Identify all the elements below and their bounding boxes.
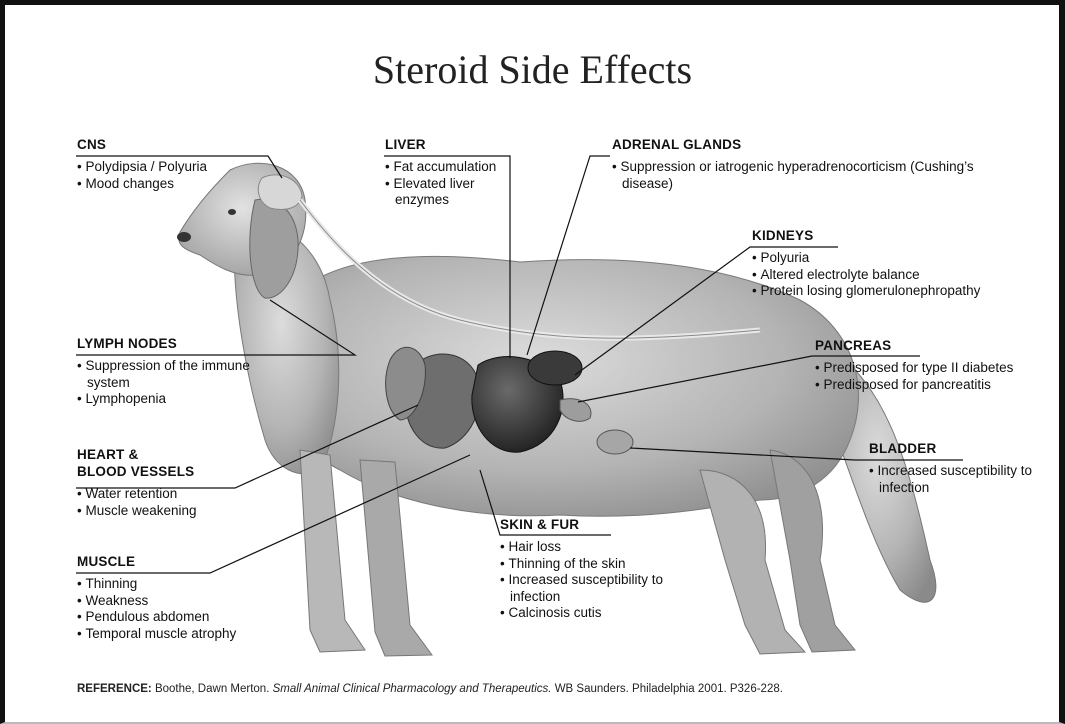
cns-callout: CNS Polydipsia / Polyuria Mood changes	[77, 136, 277, 192]
page-title: Steroid Side Effects	[0, 46, 1065, 93]
pancreas-list: Predisposed for type II diabetes Predisp…	[815, 360, 1060, 393]
liver-list: Fat accumulation Elevated liver enzymes	[385, 159, 503, 209]
muscle-list: Thinning Weakness Pendulous abdomen Temp…	[77, 576, 287, 642]
list-item: Suppression of the immune system	[77, 358, 257, 391]
lymph-heading: LYMPH NODES	[77, 335, 257, 352]
list-item: Temporal muscle atrophy	[77, 626, 287, 643]
bladder-heading: BLADDER	[869, 440, 1054, 457]
reference-citation: REFERENCE: Boothe, Dawn Merton. Small An…	[77, 683, 783, 695]
heart-heading-line2: BLOOD VESSELS	[77, 463, 247, 480]
muscle-callout: MUSCLE Thinning Weakness Pendulous abdom…	[77, 553, 287, 642]
heart-list: Water retention Muscle weakening	[77, 486, 247, 519]
adrenal-list: Suppression or iatrogenic hyperadrenocor…	[612, 159, 982, 192]
list-item: Protein losing glomerulonephropathy	[752, 283, 1052, 300]
reference-book-title: Small Animal Clinical Pharmacology and T…	[273, 683, 552, 695]
list-item: Predisposed for type II diabetes	[815, 360, 1060, 377]
kidneys-heading: KIDNEYS	[752, 227, 1052, 244]
list-item: Mood changes	[77, 176, 277, 193]
list-item: Muscle weakening	[77, 503, 247, 520]
list-item: Predisposed for pancreatitis	[815, 377, 1060, 394]
pancreas-heading: PANCREAS	[815, 337, 1060, 354]
pancreas-callout: PANCREAS Predisposed for type II diabete…	[815, 337, 1060, 393]
adrenal-callout: ADRENAL GLANDS Suppression or iatrogenic…	[612, 136, 982, 192]
list-item: Polydipsia / Polyuria	[77, 159, 277, 176]
heart-heading-line1: HEART &	[77, 446, 247, 463]
skin-heading: SKIN & FUR	[500, 516, 690, 533]
adrenal-heading: ADRENAL GLANDS	[612, 136, 982, 153]
list-item: Weakness	[77, 593, 287, 610]
lymph-callout: LYMPH NODES Suppression of the immune sy…	[77, 335, 257, 408]
kidneys-callout: KIDNEYS Polyuria Altered electrolyte bal…	[752, 227, 1052, 300]
lymph-list: Suppression of the immune system Lymphop…	[77, 358, 257, 408]
list-item: Thinning	[77, 576, 287, 593]
list-item: Fat accumulation	[385, 159, 503, 176]
reference-label: REFERENCE:	[77, 683, 152, 695]
list-item: Water retention	[77, 486, 247, 503]
list-item: Pendulous abdomen	[77, 609, 287, 626]
cns-list: Polydipsia / Polyuria Mood changes	[77, 159, 277, 192]
reference-authors: Boothe, Dawn Merton.	[155, 683, 269, 695]
list-item: Increased susceptibility to infection	[869, 463, 1054, 496]
muscle-heading: MUSCLE	[77, 553, 287, 570]
skin-list: Hair loss Thinning of the skin Increased…	[500, 539, 690, 622]
list-item: Increased susceptibility to infection	[500, 572, 690, 605]
bladder-callout: BLADDER Increased susceptibility to infe…	[869, 440, 1054, 496]
list-item: Polyuria	[752, 250, 1052, 267]
heart-callout: HEART & BLOOD VESSELS Water retention Mu…	[77, 446, 247, 519]
skin-callout: SKIN & FUR Hair loss Thinning of the ski…	[500, 516, 690, 622]
liver-heading: LIVER	[385, 136, 503, 153]
bladder-list: Increased susceptibility to infection	[869, 463, 1054, 496]
list-item: Altered electrolyte balance	[752, 267, 1052, 284]
list-item: Suppression or iatrogenic hyperadrenocor…	[612, 159, 982, 192]
list-item: Hair loss	[500, 539, 690, 556]
liver-callout: LIVER Fat accumulation Elevated liver en…	[385, 136, 503, 209]
list-item: Elevated liver enzymes	[385, 176, 503, 209]
cns-heading: CNS	[77, 136, 277, 153]
list-item: Calcinosis cutis	[500, 605, 690, 622]
kidneys-list: Polyuria Altered electrolyte balance Pro…	[752, 250, 1052, 300]
list-item: Lymphopenia	[77, 391, 257, 408]
reference-publisher: WB Saunders. Philadelphia 2001. P326-228…	[555, 683, 783, 695]
list-item: Thinning of the skin	[500, 556, 690, 573]
